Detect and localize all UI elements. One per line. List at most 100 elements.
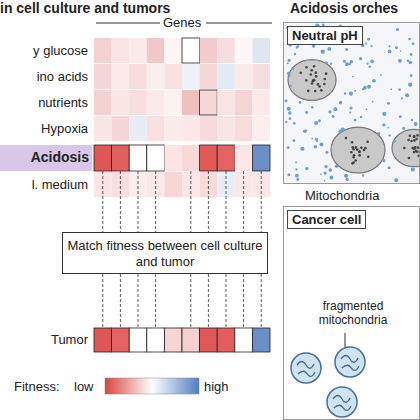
heatmap-cell <box>235 38 253 63</box>
heatmap-cell <box>129 116 147 141</box>
dashed-guide <box>190 274 191 328</box>
heatmap-cell <box>252 145 270 171</box>
heatmap-cell <box>252 90 270 115</box>
mitochondrion-dot <box>288 111 292 115</box>
heatmap-cell <box>164 328 182 352</box>
heatmap-cell <box>182 64 200 89</box>
mitochondrion-dot <box>321 49 325 53</box>
mitochondrion-dot <box>382 112 386 116</box>
dashed-guide <box>155 274 156 328</box>
mitochondrion-cristae <box>297 362 315 377</box>
mitochondrion-dot <box>411 147 414 150</box>
heatmap-cell <box>182 90 200 115</box>
mitochondrion-dot <box>343 60 346 63</box>
heatmap-cell <box>200 328 218 352</box>
mitochondrion-dot <box>286 121 288 123</box>
heatmap-cell <box>94 38 112 63</box>
mitochondria-micrograph <box>284 23 420 183</box>
mitochondrion-dot <box>311 82 314 85</box>
mitochondrion-dot <box>290 85 292 87</box>
genes-bracket <box>96 23 160 24</box>
mitochondrion-dot <box>417 155 420 158</box>
mitochondrion-dot <box>318 120 321 123</box>
dashed-guide <box>208 171 209 232</box>
mitochondrion-dot <box>360 146 363 149</box>
mitochondrion-dot <box>408 157 411 160</box>
heatmap-cell <box>112 38 130 63</box>
mitochondrion-dot <box>382 159 385 162</box>
mitochondrion-dot <box>398 88 401 91</box>
heatmap-cell <box>147 145 165 171</box>
heatmap-cell <box>252 328 270 352</box>
mitochondrion-dot <box>345 62 349 66</box>
mitochondrion-dot <box>367 85 371 89</box>
mitochondrion-dot <box>320 89 323 92</box>
mitochondrion-dot <box>345 48 348 51</box>
heatmap-cell <box>129 38 147 63</box>
heatmap-cell <box>94 328 112 352</box>
mitochondrion-dot <box>353 154 356 157</box>
heatmap-cell <box>200 38 218 63</box>
node-heading: Cancer cell <box>287 210 366 229</box>
heatmap-cell <box>94 116 112 141</box>
mitochondrion-dot <box>388 50 392 54</box>
mitochondrion-dot <box>352 161 355 164</box>
mitochondrion <box>327 387 357 417</box>
heatmap-cell <box>235 64 253 89</box>
heatmap-cell <box>200 145 218 171</box>
row-label: y glucose <box>0 43 88 58</box>
mitochondrion <box>291 353 321 383</box>
heatmap-cell <box>200 90 218 115</box>
mitochondrion-dot <box>372 79 376 83</box>
heatmap-cell <box>217 90 235 115</box>
mitochondrion-dot <box>324 171 327 174</box>
image-panel: Neutral pH <box>283 22 420 184</box>
heatmap-cell <box>112 116 130 141</box>
mitochondrion-dot <box>350 107 353 110</box>
mitochondrion-dot <box>299 71 302 74</box>
mitochondrion-dot <box>305 167 308 170</box>
heatmap-cell <box>147 328 165 352</box>
fitness-gradient <box>105 378 199 394</box>
mitochondrion-dot <box>314 71 317 74</box>
legend-end-label: low <box>74 379 94 394</box>
mitochondrion-dot <box>367 155 370 158</box>
mitochondrion-dot <box>413 135 416 138</box>
mitochondrion-dot <box>395 46 398 49</box>
heatmap-cell <box>252 64 270 89</box>
heatmap-cell <box>129 145 147 171</box>
row-label: Hypoxia <box>0 121 88 136</box>
condition-highlight: Acidosis <box>0 145 92 171</box>
mitochondrion-dot <box>285 121 287 123</box>
mitochondrion-dot <box>325 72 328 75</box>
panel-title: Acidosis orches <box>290 1 398 16</box>
mitochondrion-dot <box>349 112 351 114</box>
nucleus <box>331 127 385 173</box>
mitochondrion-dot <box>350 93 353 96</box>
mitochondrion-dot <box>327 47 331 51</box>
mitochondrion-dot <box>388 134 390 136</box>
mitochondrion-dot <box>287 107 291 111</box>
mitochondrion-dot <box>396 28 399 31</box>
mitochondrion-dot <box>370 45 372 47</box>
mitochondrion-dot <box>413 139 416 142</box>
mitochondrion-dot <box>349 91 353 95</box>
dashed-guide <box>155 171 156 232</box>
mitochondrion-membrane <box>335 347 365 377</box>
dashed-guide <box>226 274 227 328</box>
mitochondrion-dot <box>366 140 369 143</box>
mitochondrion-dot <box>311 106 313 108</box>
fragmented-mitochondria <box>291 333 365 417</box>
mitochondrion-dot <box>355 146 358 149</box>
mitochondrion-dot <box>416 134 419 137</box>
heatmap-cell <box>129 328 147 352</box>
heatmap-cell <box>200 64 218 89</box>
heatmap-cell <box>112 328 130 352</box>
mitochondrion-dot <box>408 38 411 41</box>
mitochondrion-dot <box>293 122 296 125</box>
mitochondrion-dot <box>296 46 299 49</box>
dashed-guide <box>261 171 262 232</box>
mitochondrion-dot <box>295 168 297 170</box>
heatmap-cell <box>129 64 147 89</box>
